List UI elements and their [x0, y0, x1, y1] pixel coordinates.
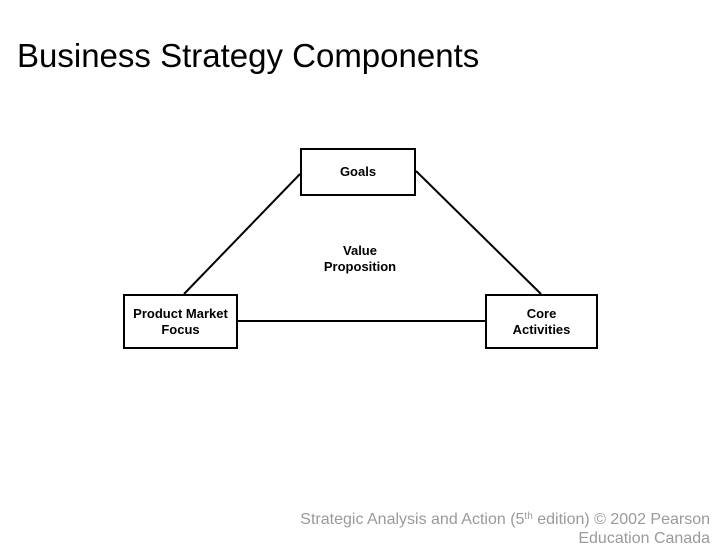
core-activities-box: Core Activities — [485, 294, 598, 349]
product-market-focus-box: Product Market Focus — [123, 294, 238, 349]
connector-left-diagonal — [183, 173, 301, 295]
footer-citation-line1-suffix: edition) © 2002 Pearson — [532, 511, 710, 528]
connector-right-diagonal — [415, 170, 542, 295]
value-proposition-label: Value Proposition — [323, 243, 397, 274]
footer-citation-line1: Strategic Analysis and Action (5th editi… — [300, 510, 710, 529]
page-title: Business Strategy Components — [17, 37, 480, 74]
core-activities-box-label: Core Activities — [512, 305, 571, 337]
footer-citation-line1-prefix: Strategic Analysis and Action (5 — [300, 511, 525, 528]
footer-citation-edition-superscript: th — [524, 511, 533, 522]
product-market-focus-box-label: Product Market Focus — [133, 305, 228, 337]
footer-citation: Strategic Analysis and Action (5th editi… — [300, 510, 710, 548]
goals-box-label: Goals — [339, 164, 377, 179]
footer-citation-line2: Education Canada — [578, 530, 710, 547]
goals-box: Goals — [300, 148, 416, 196]
